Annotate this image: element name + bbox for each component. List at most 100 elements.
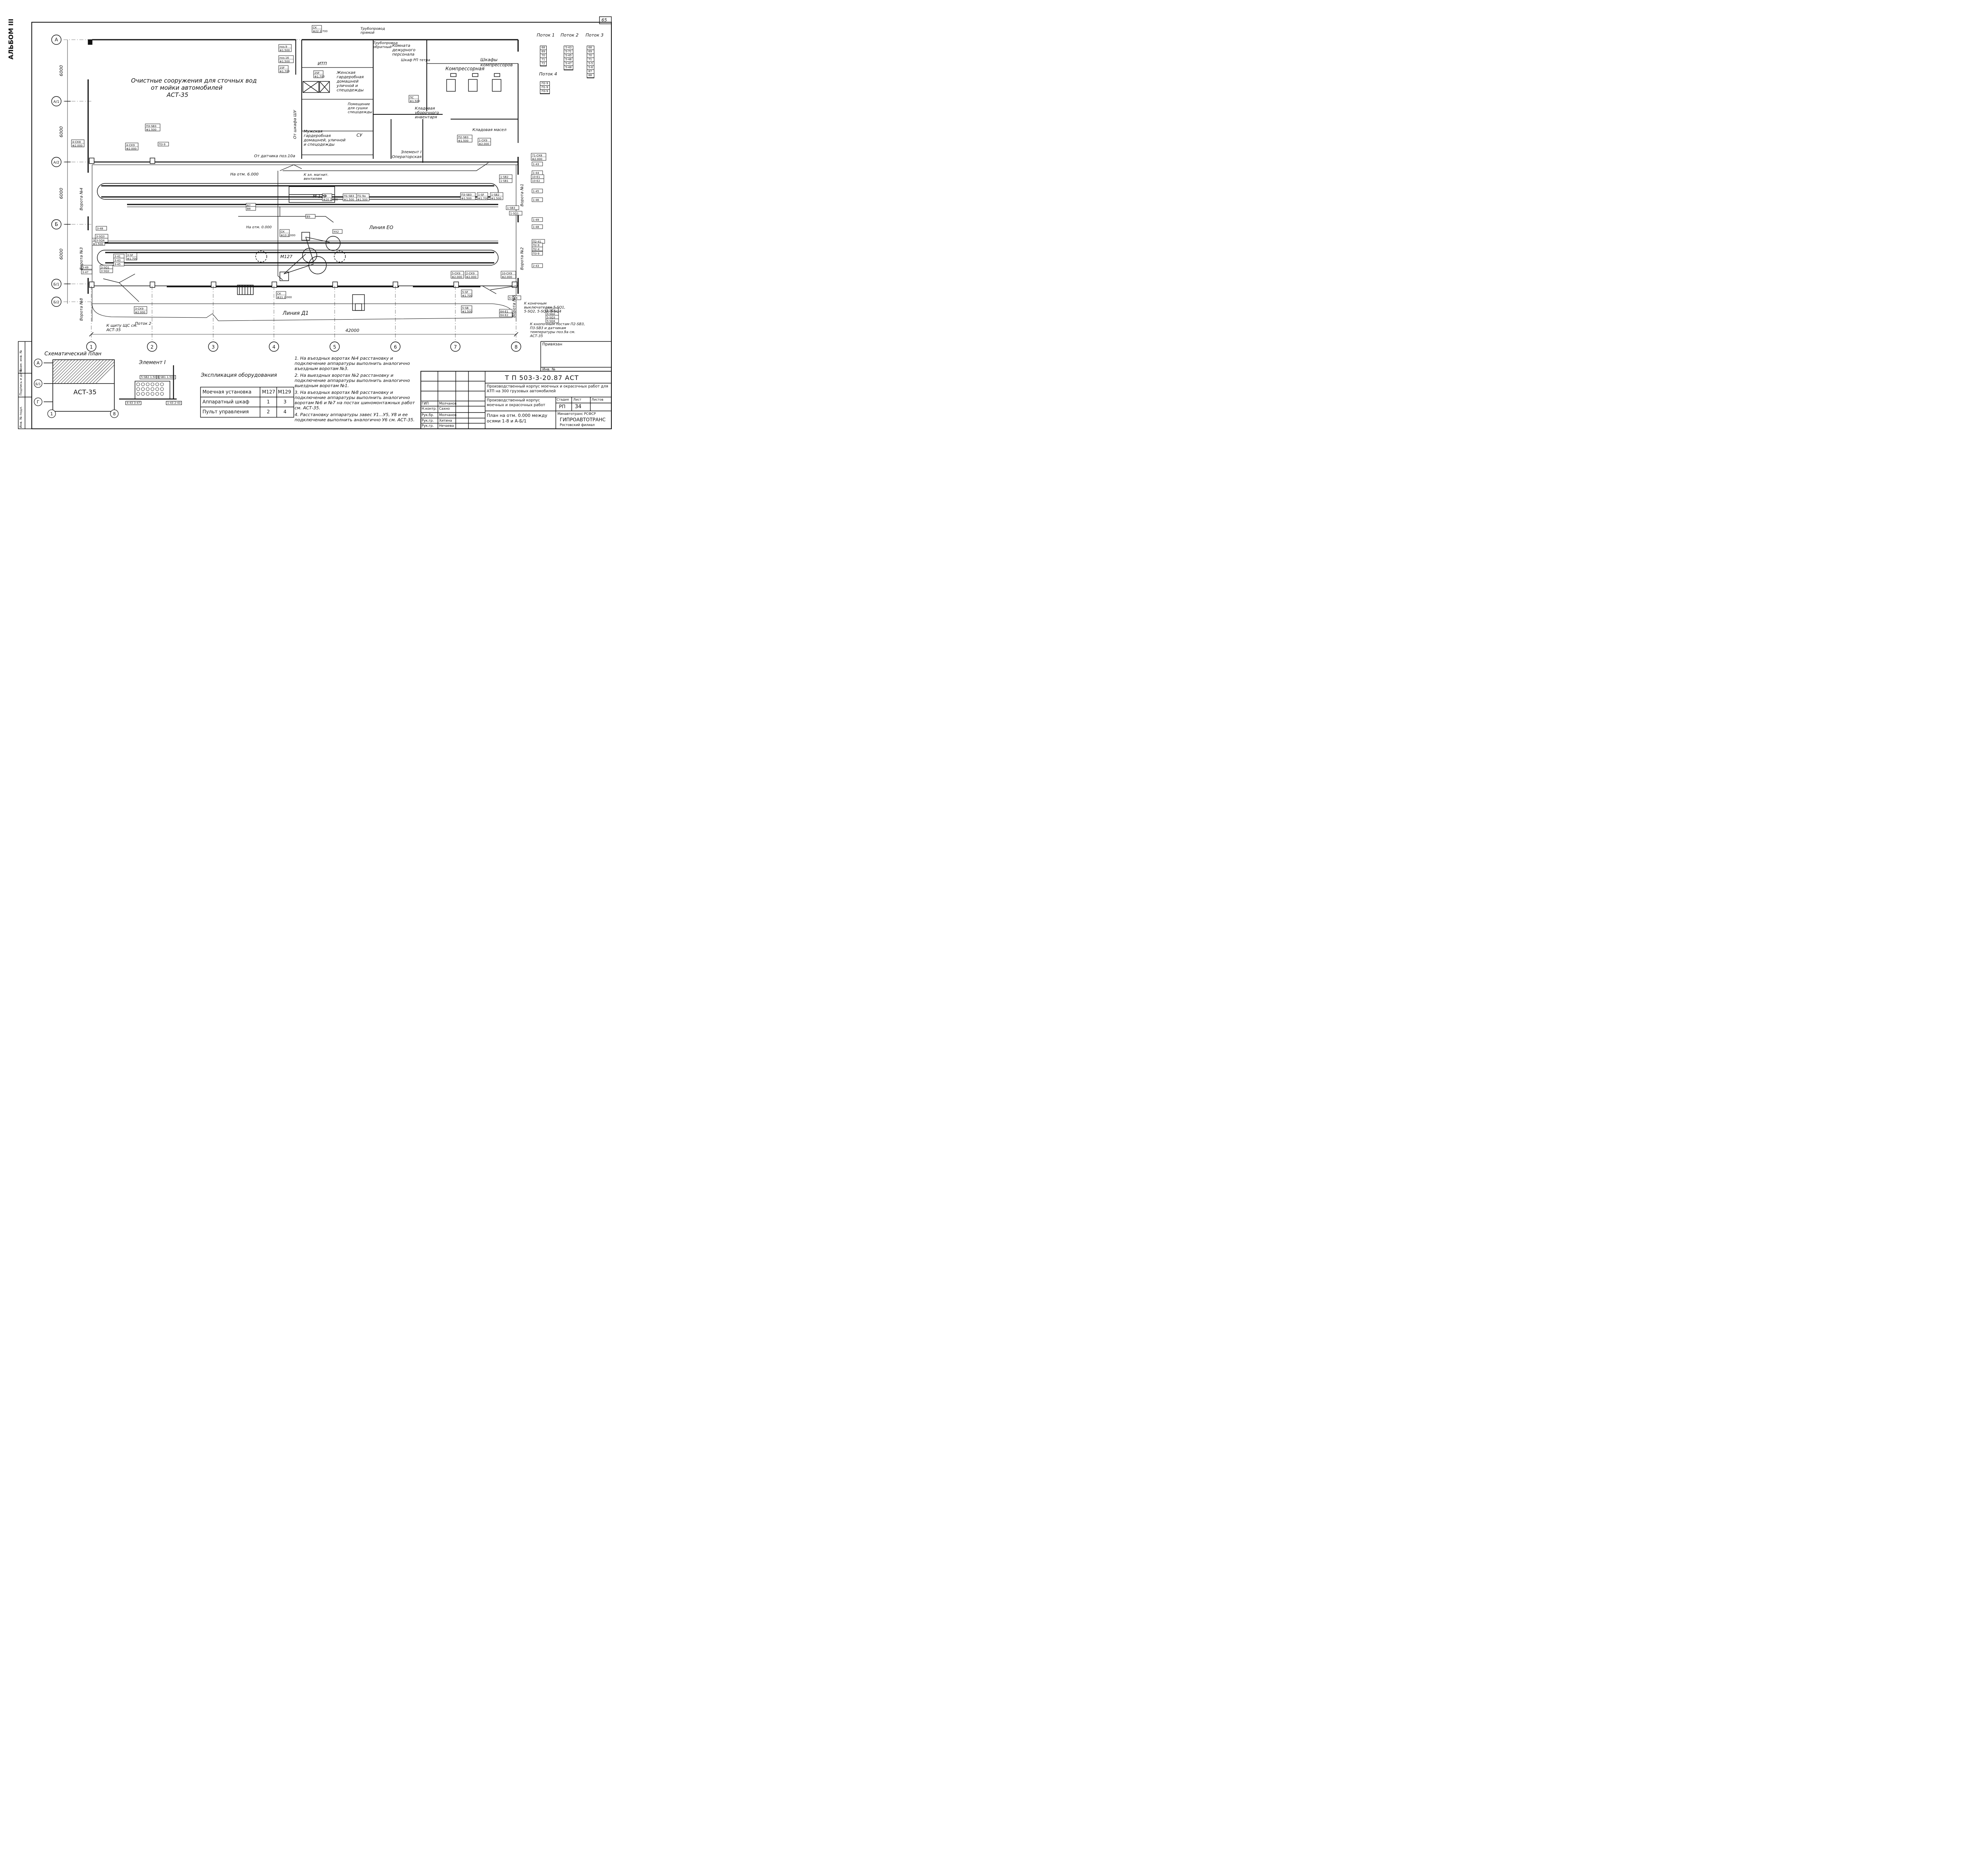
hatch-line [67, 359, 91, 384]
svg-text:⊕2.000: ⊕2.000 [466, 276, 476, 279]
svg-text:П2-41: П2-41 [533, 240, 541, 243]
note-item: 3. На въездных воротах №8 расстановку и … [295, 390, 415, 411]
row-dim-2: 6000 [59, 188, 64, 199]
svg-text:3-SQ4: 3-SQ4 [96, 239, 105, 242]
svg-text:⊕1.500: ⊕1.500 [410, 100, 420, 103]
svg-text:СК: СК [323, 195, 327, 198]
explication-title: Экспликация оборудования [201, 372, 277, 378]
hatch-line [79, 359, 104, 384]
element1-cell [136, 382, 140, 386]
element1-cell [141, 392, 145, 396]
axis-row-1: А/1 [51, 96, 62, 106]
svg-text:⊕22 2.700: ⊕22 2.700 [313, 30, 328, 33]
svg-text:8: 8 [113, 411, 116, 416]
line-d1-label: Линия Д1 [283, 310, 309, 316]
tb-building: Производственный корпус моечных и окрасо… [487, 398, 545, 407]
hatch-line [83, 359, 107, 384]
svg-text:5-СК9: 5-СК9 [452, 272, 460, 275]
equipment-tag: 1-SB2⊕1.500 [490, 192, 503, 200]
equipment-tag: СК⊕13 2.000 [279, 229, 295, 237]
svg-text:5-SQ4: 5-SQ4 [547, 320, 555, 323]
from-sensor: От датчика поз.10а [254, 154, 295, 158]
element1-cell [141, 382, 145, 386]
svg-text:УА2: УА2 [333, 230, 339, 233]
element1-tag: 5-SB2 1.500 [140, 375, 159, 379]
equipment-tag: 5-SQ3 [545, 315, 559, 320]
svg-text:1-SB2: 1-SB2 [500, 175, 509, 179]
hatch-line [73, 359, 98, 384]
equipment-tag: 3-47 [81, 270, 93, 274]
svg-text:3-48: 3-48 [97, 227, 103, 230]
element1-callout: Элемент I [401, 150, 422, 154]
equipment-tag: 5-СК9⊕2.000 [451, 271, 464, 279]
expl-row1-m127: 1 [267, 399, 270, 405]
equipment-tag: ПС⊕1.500 [409, 95, 420, 103]
equipment-tag: 1-SF⊕1.700 [477, 192, 488, 200]
equipment-tag: П2-41 [532, 239, 545, 244]
equipment-tag: 3-41 [113, 254, 125, 258]
axis-col-5: 6 [390, 341, 401, 352]
equipment-tag: П2-SB3⊕1.500 [457, 135, 472, 143]
equipment-tag: 4-СК8⊕2.000 [71, 139, 85, 147]
equipment-tag: 1-44 [532, 170, 543, 175]
element1-cell [136, 392, 140, 396]
drawing-title-line2: от мойки автомобилей [151, 84, 223, 91]
equipment-tag: 1-43 [532, 162, 543, 166]
equipment-tag: 3-49 [81, 265, 93, 270]
tb-inv: Инв. № [542, 368, 556, 372]
svg-text:1-SF: 1-SF [478, 193, 484, 197]
room-cabinet-rp: Шкаф РП тетра [401, 58, 430, 62]
equipment-tag: 3-SQ2 [100, 268, 113, 273]
svg-text:1-46: 1-46 [533, 199, 539, 202]
svg-text:1-СК9: 1-СК9 [479, 139, 487, 142]
note-item: 4. Расстановку аппаратуры завес У1...У5,… [295, 412, 415, 422]
equipment-tag: СК⊕22 2.700 [312, 25, 328, 33]
tb-project: Производственный корпус моечных и окрасо… [487, 384, 608, 393]
svg-text:СК: СК [313, 26, 317, 29]
solenoid-valves: К эл. магнит. вентилям [304, 173, 329, 181]
svg-text:Б/2: Б/2 [54, 301, 60, 305]
element1-tag: 1-43 2-43 [166, 401, 182, 405]
svg-text:7: 7 [454, 344, 457, 350]
element1-cell [146, 387, 150, 391]
tb-sheet: 34 [575, 404, 582, 410]
svg-text:⊕1.500: ⊕1.500 [491, 197, 501, 200]
flow3-item: 5-5 [587, 62, 594, 66]
equipment-tag: 3-45 [113, 262, 125, 266]
svg-text:5-SQ1: 5-SQ1 [547, 309, 555, 312]
axis-col-6: 7 [450, 341, 461, 352]
flow3-item: 87 [587, 70, 594, 74]
svg-text:3-45: 3-45 [114, 263, 121, 266]
tb-code: Т П 503-3-20.87 АСТ [505, 374, 579, 382]
from-cabinet: От шкафа ШУ [293, 110, 297, 139]
tb-binding: Привязан [542, 342, 563, 347]
tb-name: Нечаева [439, 424, 454, 428]
gate-4: Ворота №4 [79, 187, 84, 210]
equipment-tag: 1-СК9⊕2.000 [478, 138, 491, 146]
axis-row-5: Б/2 [51, 297, 62, 307]
svg-text:3-SQ3: 3-SQ3 [96, 235, 104, 238]
stamp-0: Инв. № подл. [19, 406, 23, 428]
svg-text:П2-9: П2-9 [533, 244, 540, 247]
equipment-tag: 1-SQ1 [509, 211, 522, 216]
expl-row1-name: Аппаратный шкаф [202, 399, 249, 405]
svg-text:⊕2.000: ⊕2.000 [452, 276, 462, 279]
equipment-tag: 5-СК8 [508, 295, 521, 300]
hatch-line [60, 359, 85, 384]
svg-text:64-Е1: 64-Е1 [500, 310, 508, 313]
axis-row-2: А/2 [51, 157, 62, 167]
svg-text:4-СК8: 4-СК8 [72, 141, 81, 144]
svg-text:2SF: 2SF [314, 71, 320, 75]
stamp-2: Взам. инв. № [19, 350, 23, 372]
gate-5: Ворота №5 [512, 295, 516, 318]
svg-text:5-SQ3: 5-SQ3 [547, 316, 555, 319]
tb-stage: РП [559, 404, 566, 409]
svg-text:3-SQ1: 3-SQ1 [101, 266, 109, 269]
room-compressor: Компрессорная [445, 66, 485, 71]
equipment-tag: 3-СК9⊕2.000 [134, 306, 147, 314]
svg-text:5: 5 [333, 344, 336, 350]
svg-text:⊕2.000: ⊕2.000 [126, 147, 137, 150]
svg-text:А/2: А/2 [54, 161, 60, 165]
